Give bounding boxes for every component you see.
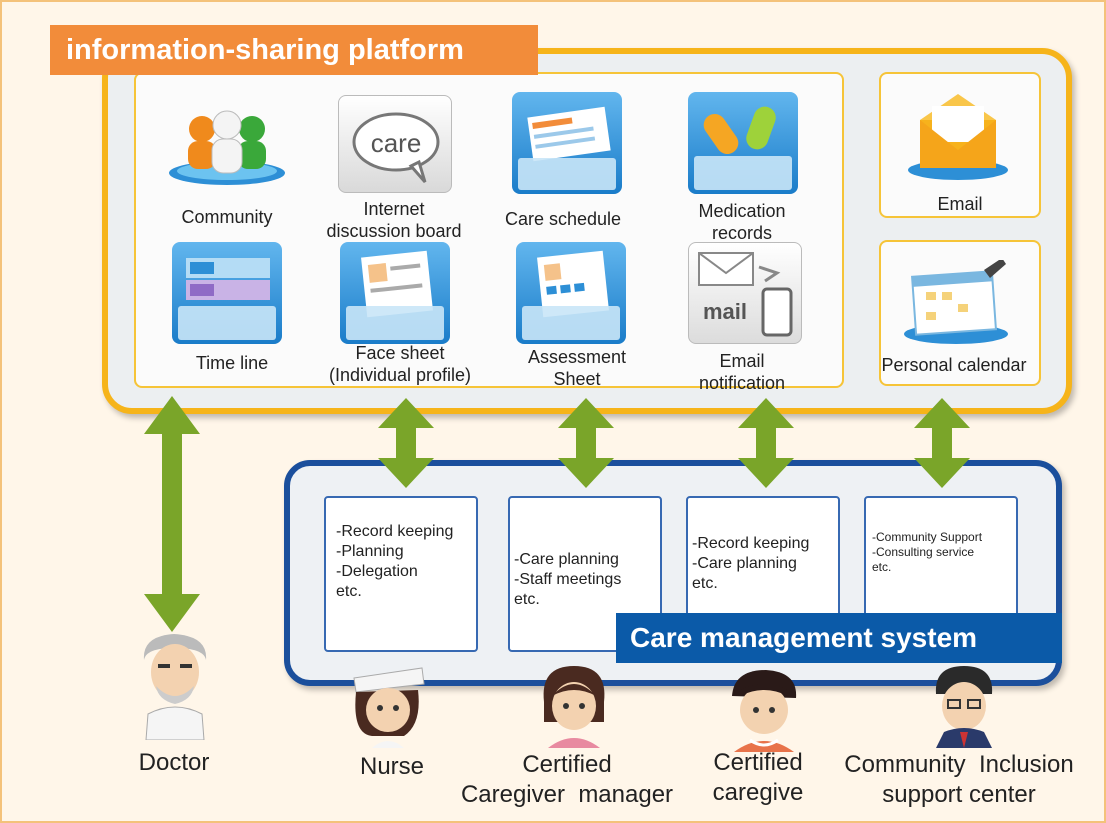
double-arrow-caregiver [738, 398, 794, 488]
task-item: -Record keeping [692, 535, 810, 552]
discussion-label-line1: Internet [363, 199, 425, 219]
mail-phone-icon: mail [698, 252, 793, 337]
task-item: -Care planning [692, 555, 797, 572]
timeline-tile [172, 242, 282, 344]
task-item: etc. [692, 575, 718, 592]
nurse-avatar-icon [353, 667, 425, 748]
schedule-document-icon [518, 106, 616, 190]
care-schedule-label: Care schedule [504, 209, 622, 229]
task-list-support-center: -Community Support -Consulting service e… [872, 530, 982, 575]
assessment-sheet-icon [522, 250, 620, 340]
calendar-icon [904, 260, 1008, 344]
nurse-label: Nurse [359, 753, 425, 780]
caregiver-label-line1: Certified [713, 749, 803, 776]
face-sheet-label: Face sheet (Individual profile) [310, 342, 490, 386]
task-item: -Delegation [336, 563, 418, 580]
task-item: -Consulting service [872, 545, 975, 559]
community-label: Community [181, 207, 273, 227]
medication-label: Medication records [672, 200, 812, 244]
assessment-label: Assessment Sheet [502, 346, 652, 390]
timeline-label: Time line [195, 353, 269, 373]
caregiver-label-line2: caregive [712, 779, 804, 806]
task-item: -Staff meetings [514, 571, 622, 588]
care-manager-label-line1: Certified [522, 751, 612, 778]
medication-label-line1: Medication [698, 201, 786, 221]
doctor-label: Doctor [138, 749, 210, 776]
care-schedule-tile [512, 92, 622, 194]
profile-sheet-icon [346, 250, 444, 340]
support-center-label: Community Inclusion support center [824, 750, 1094, 810]
task-list-nurse: -Record keeping -Planning -Delegation et… [336, 522, 453, 602]
speech-bubble-icon: care [352, 112, 440, 183]
caregiver-label: Certified caregive [688, 748, 828, 808]
caregiver-avatar-icon [732, 670, 797, 752]
email-notification-label-line2: notification [698, 373, 786, 393]
personal-calendar-label: Personal calendar [881, 355, 1027, 375]
care-icon-text: care [371, 128, 422, 158]
double-arrow-doctor [144, 396, 200, 632]
care-manager-label: Certified Caregiver manager [442, 750, 692, 810]
assessment-label-line1: Assessment [527, 347, 627, 367]
email-notification-label-line1: Email [719, 351, 765, 371]
task-list-care-manager: -Care planning -Staff meetings etc. [514, 550, 621, 610]
task-item: etc. [336, 583, 362, 600]
email-label: Email [937, 194, 983, 214]
discussion-board-tile: care [338, 95, 452, 193]
task-item: etc. [872, 560, 892, 574]
platform-title: information-sharing platform [50, 25, 538, 75]
care-management-title: Care management system [616, 613, 1062, 663]
double-arrow-care-manager [558, 398, 614, 488]
task-item: etc. [514, 591, 540, 608]
medication-label-line2: records [711, 223, 773, 243]
community-icon [169, 110, 285, 185]
double-arrow-nurse [378, 398, 434, 488]
care-manager-avatar-icon [543, 666, 605, 748]
task-list-caregiver: -Record keeping -Care planning etc. [692, 534, 809, 594]
task-item: -Community Support [872, 530, 983, 544]
envelope-icon [908, 94, 1008, 180]
support-center-avatar-icon [935, 666, 993, 748]
email-notification-tile: mail [688, 242, 802, 344]
email-notification-label: Email notification [672, 350, 812, 394]
task-item: -Care planning [514, 551, 619, 568]
task-item: -Planning [336, 543, 404, 560]
discussion-label-line2: discussion board [326, 221, 462, 241]
task-item: -Record keeping [336, 523, 454, 540]
assessment-label-line2: Sheet [553, 369, 601, 389]
discussion-board-label: Internet discussion board [312, 198, 476, 242]
face-sheet-label-line2: (Individual profile) [328, 365, 472, 385]
timeline-icon [178, 258, 276, 340]
medication-tile [688, 92, 798, 194]
task-box-nurse: -Record keeping -Planning -Delegation et… [324, 496, 478, 652]
support-center-label-line1: Community Inclusion [844, 751, 1074, 778]
face-sheet-label-line1: Face sheet [355, 343, 445, 363]
care-manager-label-line2: Caregiver manager [460, 781, 674, 808]
support-center-label-line2: support center [882, 781, 1036, 808]
mail-icon-text: mail [703, 299, 747, 324]
face-sheet-tile [340, 242, 450, 344]
doctor-avatar-icon [143, 634, 207, 740]
double-arrow-support-center [914, 398, 970, 488]
pill-icon [694, 106, 792, 190]
assessment-tile [516, 242, 626, 344]
